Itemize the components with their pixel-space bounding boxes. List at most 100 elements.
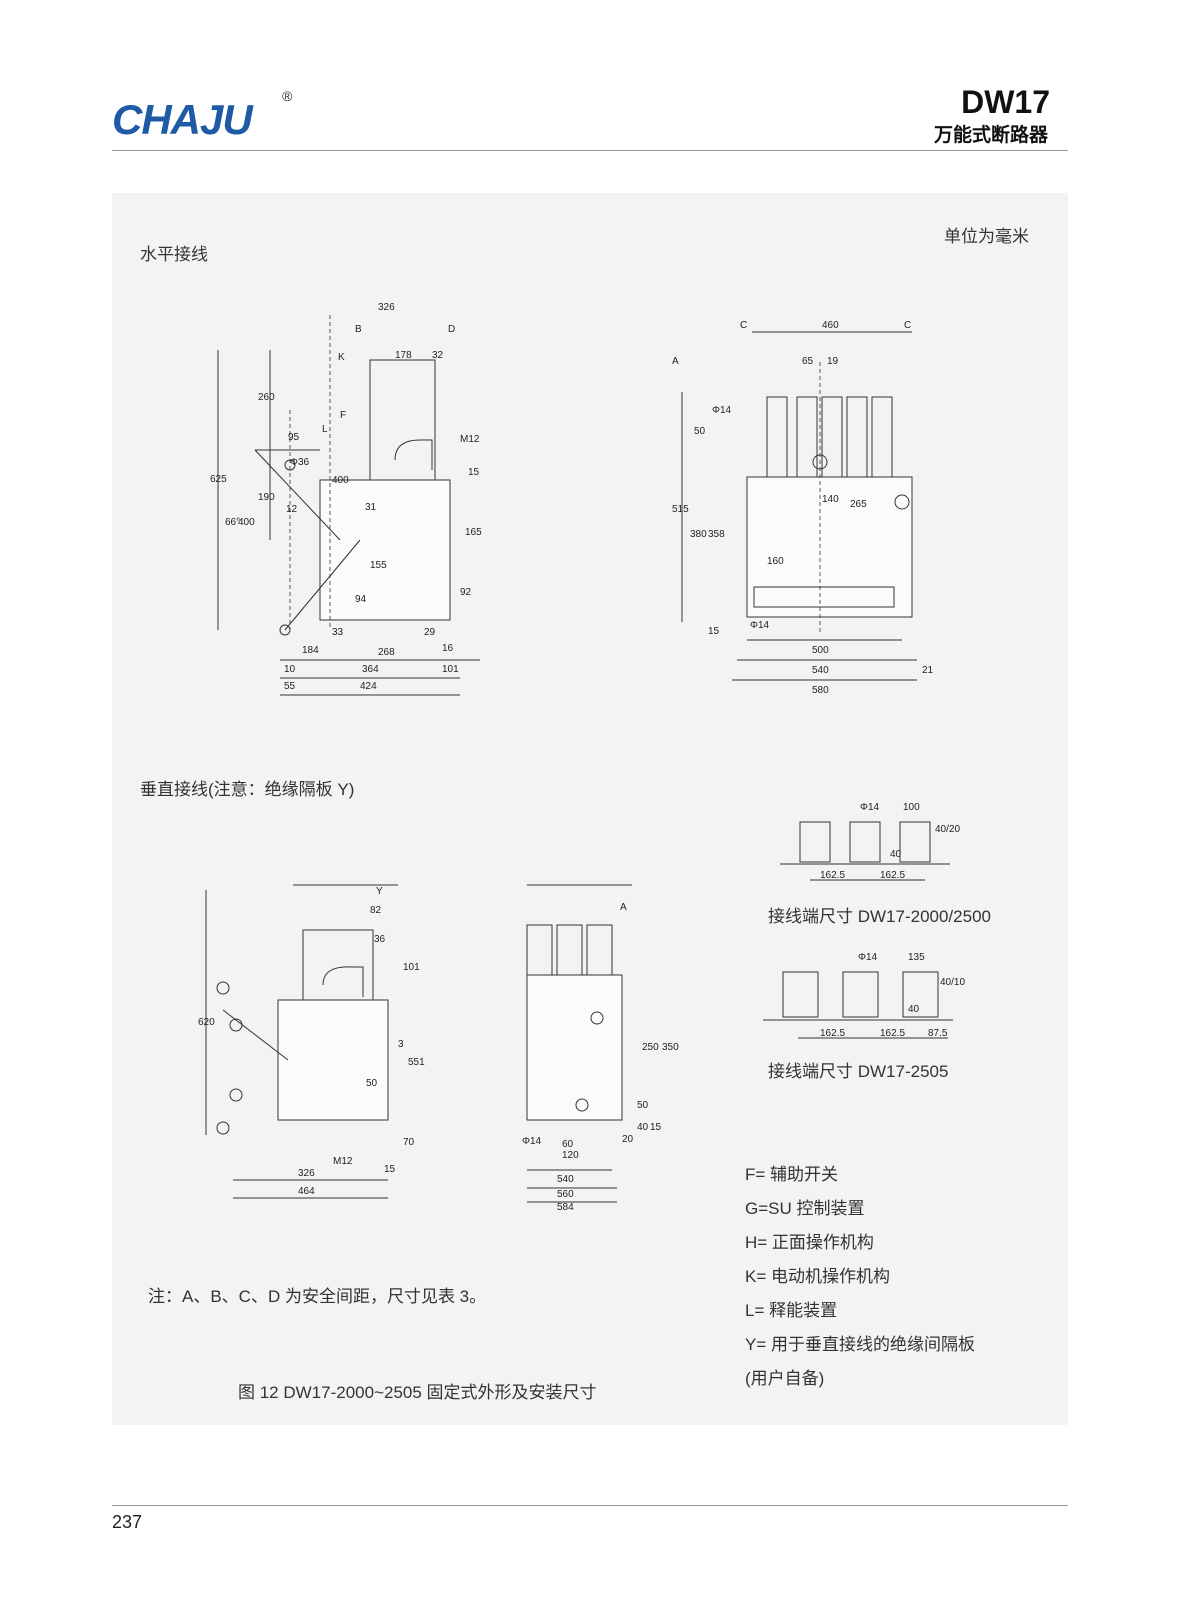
brand-logo-text: CHAJU (112, 96, 253, 143)
vertical-side-drawing: Y 82 36 101 620 3 551 50 70 M12 15 326 4… (198, 884, 425, 1199)
dim-label: 140 (822, 494, 839, 505)
dim-label: Φ14 (712, 405, 732, 416)
dim-label: Φ14 (522, 1136, 542, 1147)
dim-label: 584 (557, 1202, 574, 1213)
dim-label: 3 (398, 1039, 404, 1050)
product-name: 万能式断路器 (933, 125, 1048, 146)
dim-label: 580 (812, 685, 829, 696)
dim-label: Φ14 (860, 802, 880, 813)
breaker-front-body (526, 974, 623, 1121)
drawing-panel (112, 193, 1068, 1425)
dim-label: C (740, 320, 747, 331)
dim-label: 40 (637, 1122, 649, 1133)
dim-label: 155 (370, 560, 387, 571)
dim-label: 620 (198, 1017, 215, 1028)
figure-caption: 图 12 DW17-2000~2505 固定式外形及安装尺寸 (238, 1383, 597, 1402)
dim-label: 250 (642, 1042, 659, 1053)
terminal-2505-caption: 接线端尺寸 DW17-2505 (768, 1062, 949, 1081)
dim-label: D (448, 324, 455, 335)
dim-label: 29 (424, 627, 436, 638)
terminal-2000-caption: 接线端尺寸 DW17-2000/2500 (768, 907, 991, 926)
dim-label: 350 (662, 1042, 679, 1053)
dim-label: 92 (460, 587, 472, 598)
terminal-2000-drawing: Φ14 100 40/20 40 162.5 162.5 (780, 802, 960, 881)
dim-label: 12 (286, 504, 298, 515)
dim-label: M12 (333, 1156, 353, 1167)
dim-label: Φ14 (858, 952, 878, 963)
dim-label: 190 (258, 492, 275, 503)
dim-label: 33 (332, 627, 344, 638)
legend-item: F= 辅助开关 (745, 1165, 839, 1184)
dim-label: 120 (562, 1150, 579, 1161)
dim-label: 20 (622, 1134, 634, 1145)
safety-note: 注：A、B、C、D 为安全间距，尺寸见表 3。 (148, 1287, 487, 1306)
dim-label: 40 (908, 1004, 920, 1015)
dim-label: 265 (850, 499, 867, 510)
breaker-body (319, 479, 451, 621)
dim-label: 32 (432, 350, 444, 361)
dim-label: 15 (708, 626, 720, 637)
dim-label: 625 (210, 474, 227, 485)
dim-label: 40/20 (935, 824, 960, 835)
vertical-front-drawing: A 250 350 50 40 20 15 Φ14 60 120 540 560… (522, 884, 679, 1213)
footer-rule (112, 1505, 1068, 1506)
dim-label: M12 (460, 434, 480, 445)
dim-label: 21 (922, 665, 934, 676)
brand-logo: CHAJU ® (112, 82, 312, 154)
dim-label: 165 (465, 527, 482, 538)
dim-label: 540 (557, 1174, 574, 1185)
terminal-2505-drawing: Φ14 135 40/10 40 162.5 162.5 87.5 (763, 952, 965, 1039)
terminal-block (369, 359, 436, 481)
dim-label: 135 (908, 952, 925, 963)
dim-label: 326 (298, 1168, 315, 1179)
legend-item: H= 正面操作机构 (745, 1233, 874, 1252)
dim-label: 36 (374, 934, 386, 945)
dim-label: 364 (362, 664, 379, 675)
model-title: DW17 (961, 84, 1050, 120)
dim-label: 380 (690, 529, 707, 540)
dim-label: 65 (802, 356, 814, 367)
dim-label: 55 (284, 681, 296, 692)
dim-label: K (338, 352, 345, 363)
dim-label: 101 (442, 664, 459, 675)
dim-label: 40/10 (940, 977, 965, 988)
dim-label: Y (376, 886, 383, 897)
dim-label: 551 (408, 1057, 425, 1068)
dim-label: 101 (403, 962, 420, 973)
dim-label: 540 (812, 665, 829, 676)
legend: F= 辅助开关 G=SU 控制装置 H= 正面操作机构 K= 电动机操作机构 L… (745, 1158, 1045, 1396)
dim-label: 358 (708, 529, 725, 540)
dim-label: 50 (637, 1100, 649, 1111)
dim-label: 326 (378, 302, 395, 313)
handle (394, 439, 433, 470)
page-number: 237 (112, 1512, 143, 1532)
dim-label: 260 (258, 392, 275, 403)
dim-label: B (355, 324, 362, 335)
dim-label: 16 (442, 643, 454, 654)
dim-label: L (322, 424, 328, 435)
dim-label: 95 (288, 432, 300, 443)
dim-label: 560 (557, 1189, 574, 1200)
dim-label: 66° (225, 517, 240, 528)
unit-note: 单位为毫米 (944, 227, 1029, 246)
vertical-wiring-title: 垂直接线(注意：绝缘隔板 Y) (140, 780, 355, 799)
dim-label: 70 (403, 1137, 415, 1148)
dim-label: 400 (238, 517, 255, 528)
dim-label: 160 (767, 556, 784, 567)
dim-label: 50 (366, 1078, 378, 1089)
dim-label: 15 (650, 1122, 662, 1133)
dim-label: A (672, 356, 679, 367)
dim-label: C (904, 320, 911, 331)
dim-label: 15 (384, 1164, 396, 1175)
dim-label: Φ14 (750, 620, 770, 631)
dim-label: 460 (822, 320, 839, 331)
registered-mark: ® (282, 88, 293, 104)
dim-label: Φ36 (290, 457, 310, 468)
breaker-body (277, 999, 389, 1121)
handle (322, 966, 364, 997)
dim-label: 400 (332, 475, 349, 486)
dim-label: 162.5 (820, 870, 845, 881)
legend-item: (用户自备) (745, 1369, 825, 1388)
horizontal-wiring-title: 水平接线 (140, 245, 208, 264)
dim-label: 162.5 (880, 1028, 905, 1039)
